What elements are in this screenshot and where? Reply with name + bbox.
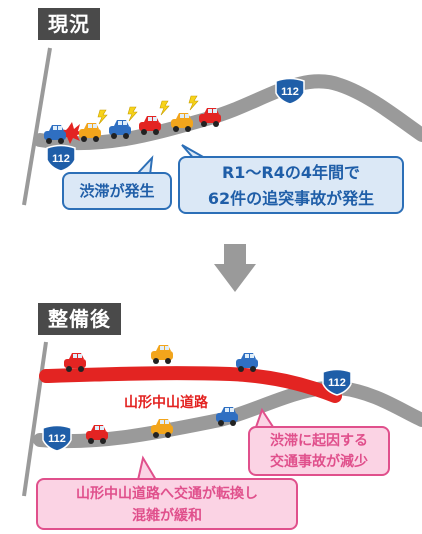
accident-count-line2: 62件の追突事故が発生 — [207, 189, 375, 208]
collision-spark-icon — [97, 109, 108, 125]
car-icon — [151, 345, 173, 364]
collision-spark-icon — [127, 106, 138, 122]
new-road — [39, 366, 342, 403]
after-label: 整備後 — [38, 303, 121, 335]
callout-tail — [136, 455, 158, 481]
traffic-shift-line1: 山形中山道路へ交通が転換し — [76, 486, 258, 502]
top-signpost-pole — [22, 47, 52, 206]
traffic-shift-line2: 混雑が緩和 — [132, 508, 202, 524]
accident-reduction-line1: 渋滞に起因する — [270, 433, 368, 449]
route-shield-icon: 112 — [275, 77, 305, 105]
route-shield-icon: 112 — [322, 368, 352, 396]
accident-reduction-line2: 交通事故が減少 — [270, 454, 368, 470]
collision-spark-icon — [159, 100, 170, 116]
svg-text:112: 112 — [281, 86, 299, 98]
svg-text:112: 112 — [48, 433, 66, 445]
accident-reduction-callout: 渋滞に起因する 交通事故が減少 — [248, 426, 390, 476]
collision-spark-icon — [188, 95, 199, 111]
crash-burst-icon — [59, 122, 84, 144]
congestion-callout: 渋滞が発生 — [62, 172, 172, 210]
route-shield-icon: 112 — [42, 424, 72, 452]
new-road-label: 山形中山道路 — [124, 395, 208, 411]
svg-text:112: 112 — [52, 153, 70, 165]
accident-count-line1: R1～R4の4年間で — [221, 163, 361, 182]
existing-road — [33, 380, 422, 449]
traffic-shift-callout: 山形中山道路へ交通が転換し 混雑が緩和 — [36, 478, 298, 530]
before-label: 現況 — [38, 8, 100, 40]
accident-count-callout: R1～R4の4年間で 62件の追突事故が発生 — [178, 156, 404, 214]
svg-text:112: 112 — [328, 377, 346, 389]
route-shield-icon: 112 — [46, 144, 76, 172]
congestion-text: 渋滞が発生 — [79, 182, 155, 200]
down-arrow-icon — [214, 244, 256, 292]
top-road — [33, 74, 422, 151]
bottom-signpost-pole — [22, 341, 48, 497]
